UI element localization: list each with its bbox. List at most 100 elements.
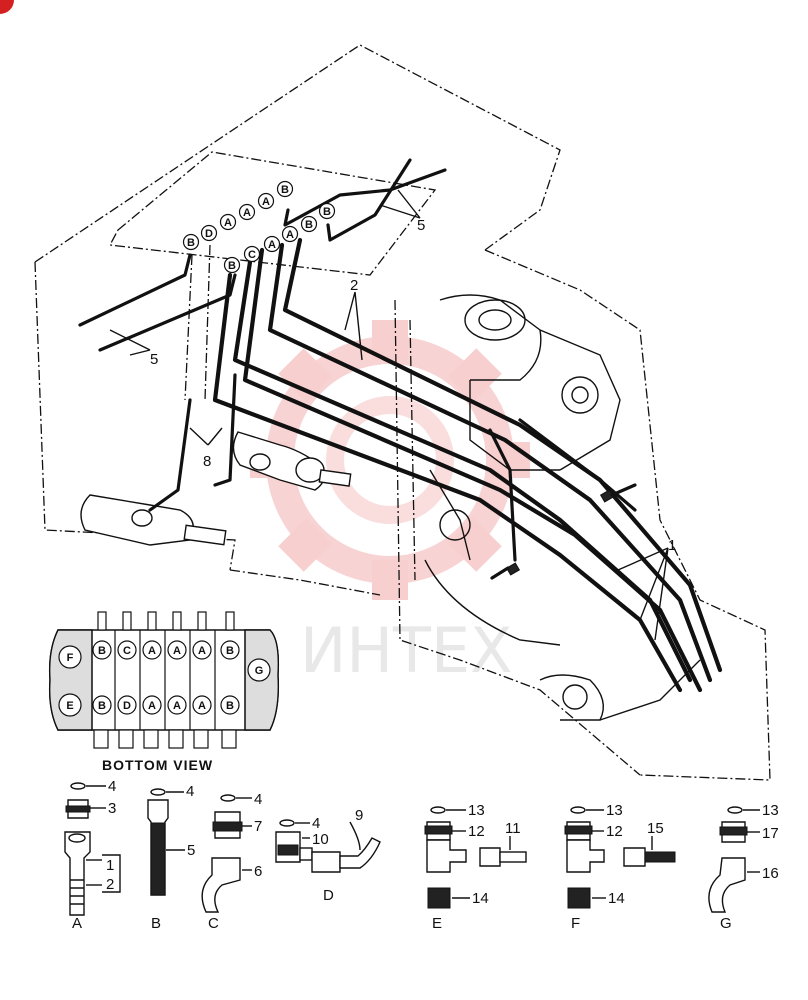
tube-bundle-1: [212, 237, 723, 693]
svg-text:4: 4: [254, 791, 262, 808]
svg-text:14: 14: [608, 890, 625, 907]
svg-text:5: 5: [150, 351, 158, 368]
svg-text:D: D: [323, 887, 334, 904]
port-label: D: [117, 695, 137, 715]
tube-end-label: A: [219, 213, 237, 231]
port-label: A: [192, 640, 212, 660]
svg-text:B: B: [151, 915, 161, 932]
svg-text:E: E: [66, 700, 73, 712]
tube-end-label: B: [182, 233, 200, 251]
svg-text:B: B: [98, 645, 106, 657]
port-label: B: [92, 640, 112, 660]
svg-text:A: A: [72, 915, 82, 932]
port-label: B: [92, 695, 112, 715]
tube-end-label: A: [281, 225, 299, 243]
port-label: F: [58, 645, 82, 669]
svg-text:1: 1: [106, 857, 114, 874]
svg-text:6: 6: [254, 863, 262, 880]
callout-8: 8: [189, 427, 223, 470]
tube-set-5-right: [283, 158, 447, 242]
svg-text:F: F: [571, 915, 580, 932]
svg-text:A: A: [286, 229, 294, 241]
svg-text:C: C: [123, 645, 131, 657]
callout-5-right: 5: [379, 189, 425, 234]
svg-text:A: A: [268, 239, 276, 251]
port-label: C: [117, 640, 137, 660]
svg-text:A: A: [173, 700, 181, 712]
callout-5-left: 5: [109, 329, 158, 368]
port-label: A: [142, 640, 162, 660]
svg-text:B: B: [281, 184, 289, 196]
svg-text:17: 17: [762, 825, 779, 842]
svg-text:4: 4: [186, 783, 194, 800]
svg-text:A: A: [243, 207, 251, 219]
lift-cylinder-right: [232, 431, 352, 491]
lift-cylinder-left: [80, 494, 227, 546]
svg-text:F: F: [67, 652, 74, 664]
tube-end-label: D: [200, 224, 218, 242]
svg-text:D: D: [123, 700, 131, 712]
tube-end-label: B: [318, 202, 336, 220]
tube-end-label: B: [223, 256, 241, 274]
part-group-g: 13 17 16 G: [708, 802, 779, 932]
tube-end-label: A: [257, 192, 275, 210]
svg-text:12: 12: [606, 823, 623, 840]
svg-text:B: B: [226, 645, 234, 657]
port-label: E: [58, 693, 82, 717]
svg-text:3: 3: [108, 800, 116, 817]
svg-text:4: 4: [312, 815, 320, 832]
svg-text:A: A: [198, 700, 206, 712]
svg-text:10: 10: [312, 831, 329, 848]
svg-text:13: 13: [606, 802, 623, 819]
svg-text:16: 16: [762, 865, 779, 882]
port-label: A: [167, 695, 187, 715]
svg-text:C: C: [208, 915, 219, 932]
port-label: A: [142, 695, 162, 715]
watermark-text: ИНТЕХ: [300, 614, 513, 687]
svg-text:2: 2: [106, 876, 114, 893]
svg-text:A: A: [262, 196, 270, 208]
svg-text:13: 13: [468, 802, 485, 819]
port-label: A: [167, 640, 187, 660]
tube-end-label: C: [243, 245, 261, 263]
svg-text:B: B: [98, 700, 106, 712]
svg-text:2: 2: [350, 277, 358, 294]
tube-set-5-left: [78, 253, 237, 352]
svg-text:11: 11: [505, 820, 521, 837]
port-label: B: [220, 695, 240, 715]
callout-1: 1: [617, 537, 676, 641]
engine-block: [424, 294, 701, 721]
svg-text:D: D: [205, 228, 213, 240]
svg-text:B: B: [323, 206, 331, 218]
svg-text:14: 14: [472, 890, 489, 907]
svg-text:A: A: [224, 217, 232, 229]
svg-text:E: E: [432, 915, 442, 932]
tube-end-label: A: [238, 203, 256, 221]
svg-text:4: 4: [108, 778, 116, 795]
port-label: A: [192, 695, 212, 715]
svg-text:1: 1: [668, 537, 676, 554]
tube-end-label: B: [300, 215, 318, 233]
tube-set-8: [148, 244, 237, 512]
svg-text:B: B: [187, 237, 195, 249]
svg-text:B: B: [305, 219, 313, 231]
svg-text:G: G: [255, 665, 264, 677]
bottom-view-valve: F E G B C A A A B B D A A A B: [48, 611, 280, 749]
part-group-c: 4 7 6 C: [201, 791, 262, 932]
fitting-markers: [490, 483, 637, 580]
part-group-d: 4 10 9 D: [275, 807, 381, 904]
port-label: G: [247, 658, 271, 682]
svg-text:B: B: [228, 260, 236, 272]
svg-text:8: 8: [203, 453, 211, 470]
svg-text:A: A: [148, 645, 156, 657]
bottom-view-title: BOTTOM VIEW: [102, 757, 213, 773]
svg-text:A: A: [173, 645, 181, 657]
svg-text:12: 12: [468, 823, 485, 840]
part-group-b: 4 5 B: [147, 783, 195, 932]
svg-text:15: 15: [647, 820, 664, 837]
port-label: B: [220, 640, 240, 660]
tube-end-label: A: [263, 235, 281, 253]
svg-text:13: 13: [762, 802, 779, 819]
svg-text:B: B: [226, 700, 234, 712]
